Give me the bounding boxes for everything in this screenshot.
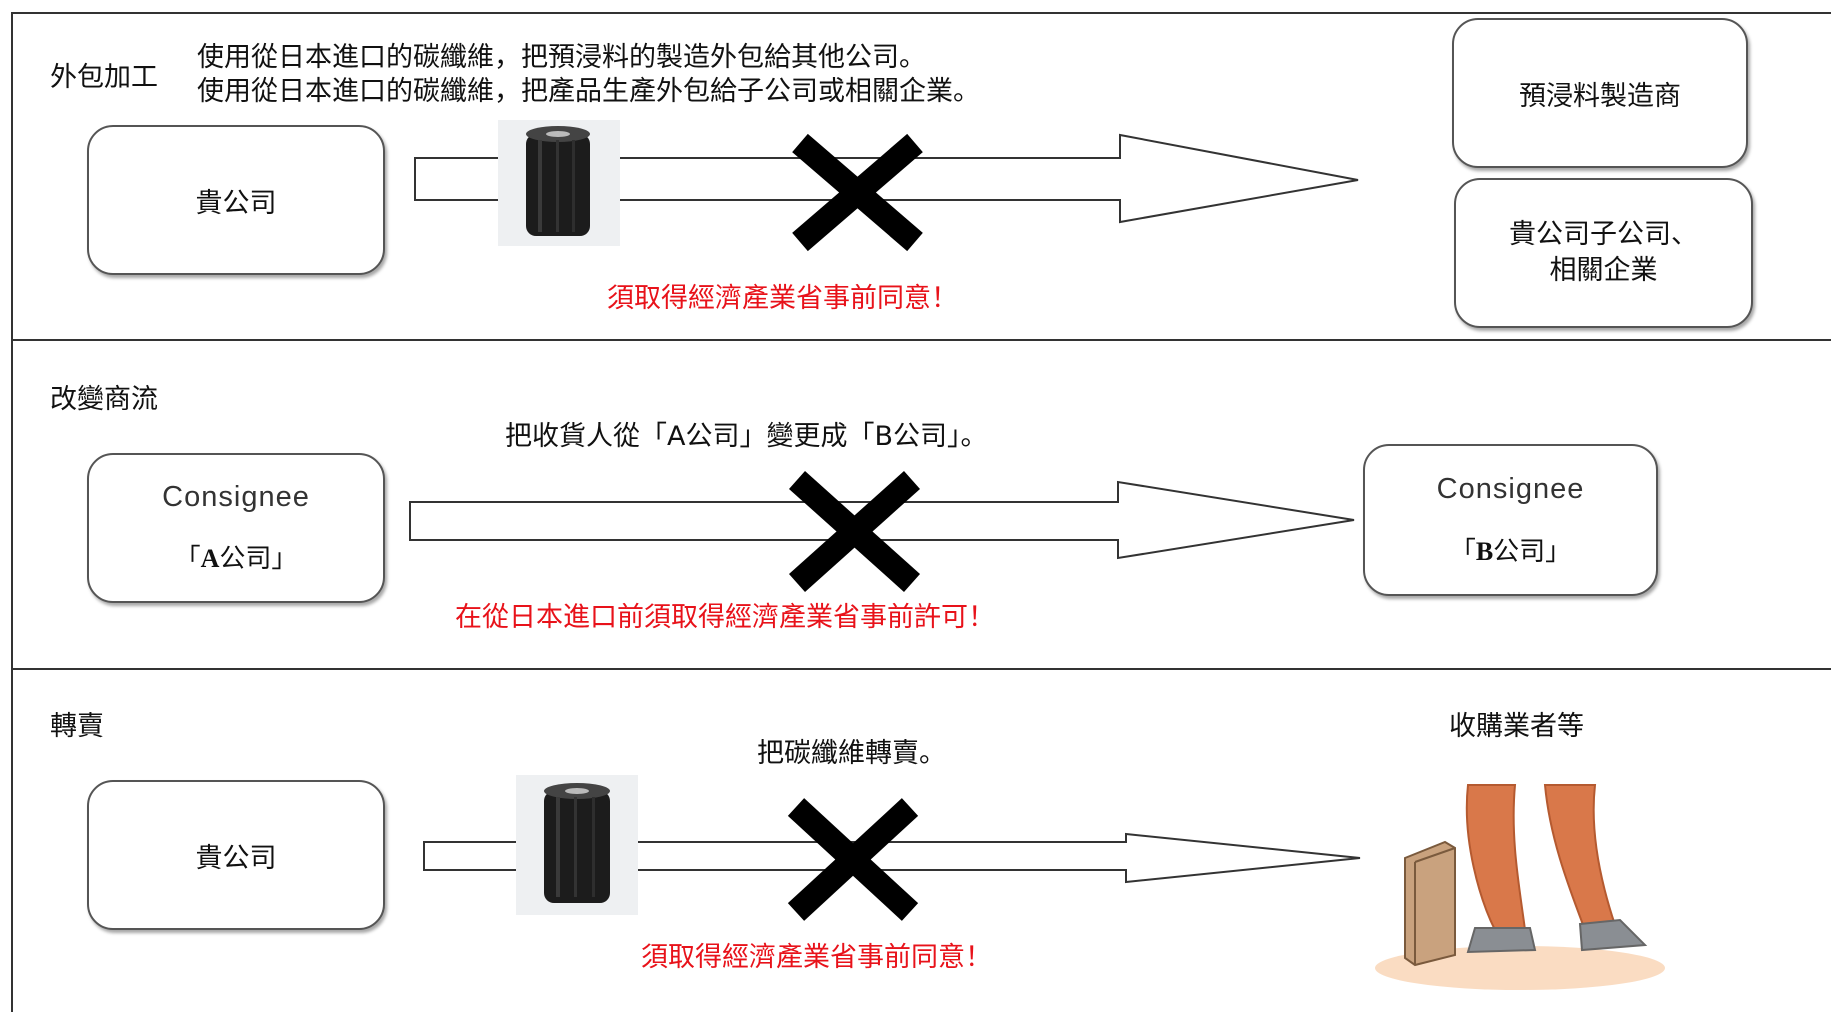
carbon-fiber-spool-icon (498, 120, 620, 246)
resale-description: 把碳纖維轉賣。 (757, 738, 946, 769)
consignee-b-box: Consignee 「B公司」 (1363, 444, 1658, 596)
diagram-frame (11, 12, 1831, 1012)
section-label-trade-flow: 改變商流 (50, 384, 158, 415)
cross-mark-icon (787, 798, 919, 921)
prepreg-manufacturer-label: 預浸料製造商 (1519, 80, 1681, 112)
cross-mark-icon (792, 133, 923, 252)
source-company-label: 貴公司 (195, 187, 277, 219)
resale-source-company-box: 貴公司 (87, 780, 385, 930)
consignee-a-box: Consignee 「A公司」 (87, 453, 385, 603)
outsource-description-line1: 使用從日本進口的碳纖維，把預浸料的製造外包給其他公司。 (197, 42, 926, 73)
trade-flow-description: 把收貨人從「A公司」變更成「B公司」。 (505, 421, 988, 452)
source-company-box: 貴公司 (87, 125, 385, 275)
subsidiary-label-line1: 貴公司子公司、 (1509, 219, 1698, 250)
outsource-description-line2: 使用從日本進口的碳纖維，把產品生產外包給子公司或相關企業。 (197, 76, 980, 107)
buyer-label: 收購業者等 (1449, 711, 1584, 742)
subsidiary-label-line2: 相關企業 (1549, 255, 1658, 286)
section-divider (11, 339, 1831, 341)
buyer-with-suitcase-icon (1375, 784, 1665, 990)
section-label-outsource: 外包加工 (50, 62, 158, 93)
flow-arrows (409, 133, 1665, 990)
consignee-a-name: 「A公司」 (174, 544, 298, 574)
subsidiary-box: 貴公司子公司、 相關企業 (1454, 178, 1753, 328)
prepreg-manufacturer-box: 預浸料製造商 (1452, 18, 1748, 168)
carbon-fiber-spool-icon (516, 775, 638, 915)
trade-flow-warning: 在從日本進口前須取得經濟產業省事前許可！ (455, 602, 995, 633)
resale-warning: 須取得經濟產業省事前同意！ (641, 942, 992, 973)
resale-source-company-label: 貴公司 (195, 842, 277, 874)
cross-mark-icon (788, 471, 921, 592)
consignee-a-title: Consignee (162, 481, 310, 513)
outsource-warning: 須取得經濟產業省事前同意！ (607, 283, 958, 314)
section-label-resale: 轉賣 (50, 711, 104, 742)
consignee-b-title: Consignee (1436, 472, 1585, 505)
consignee-b-name: 「B公司」 (1449, 536, 1572, 567)
section-divider (11, 668, 1831, 670)
